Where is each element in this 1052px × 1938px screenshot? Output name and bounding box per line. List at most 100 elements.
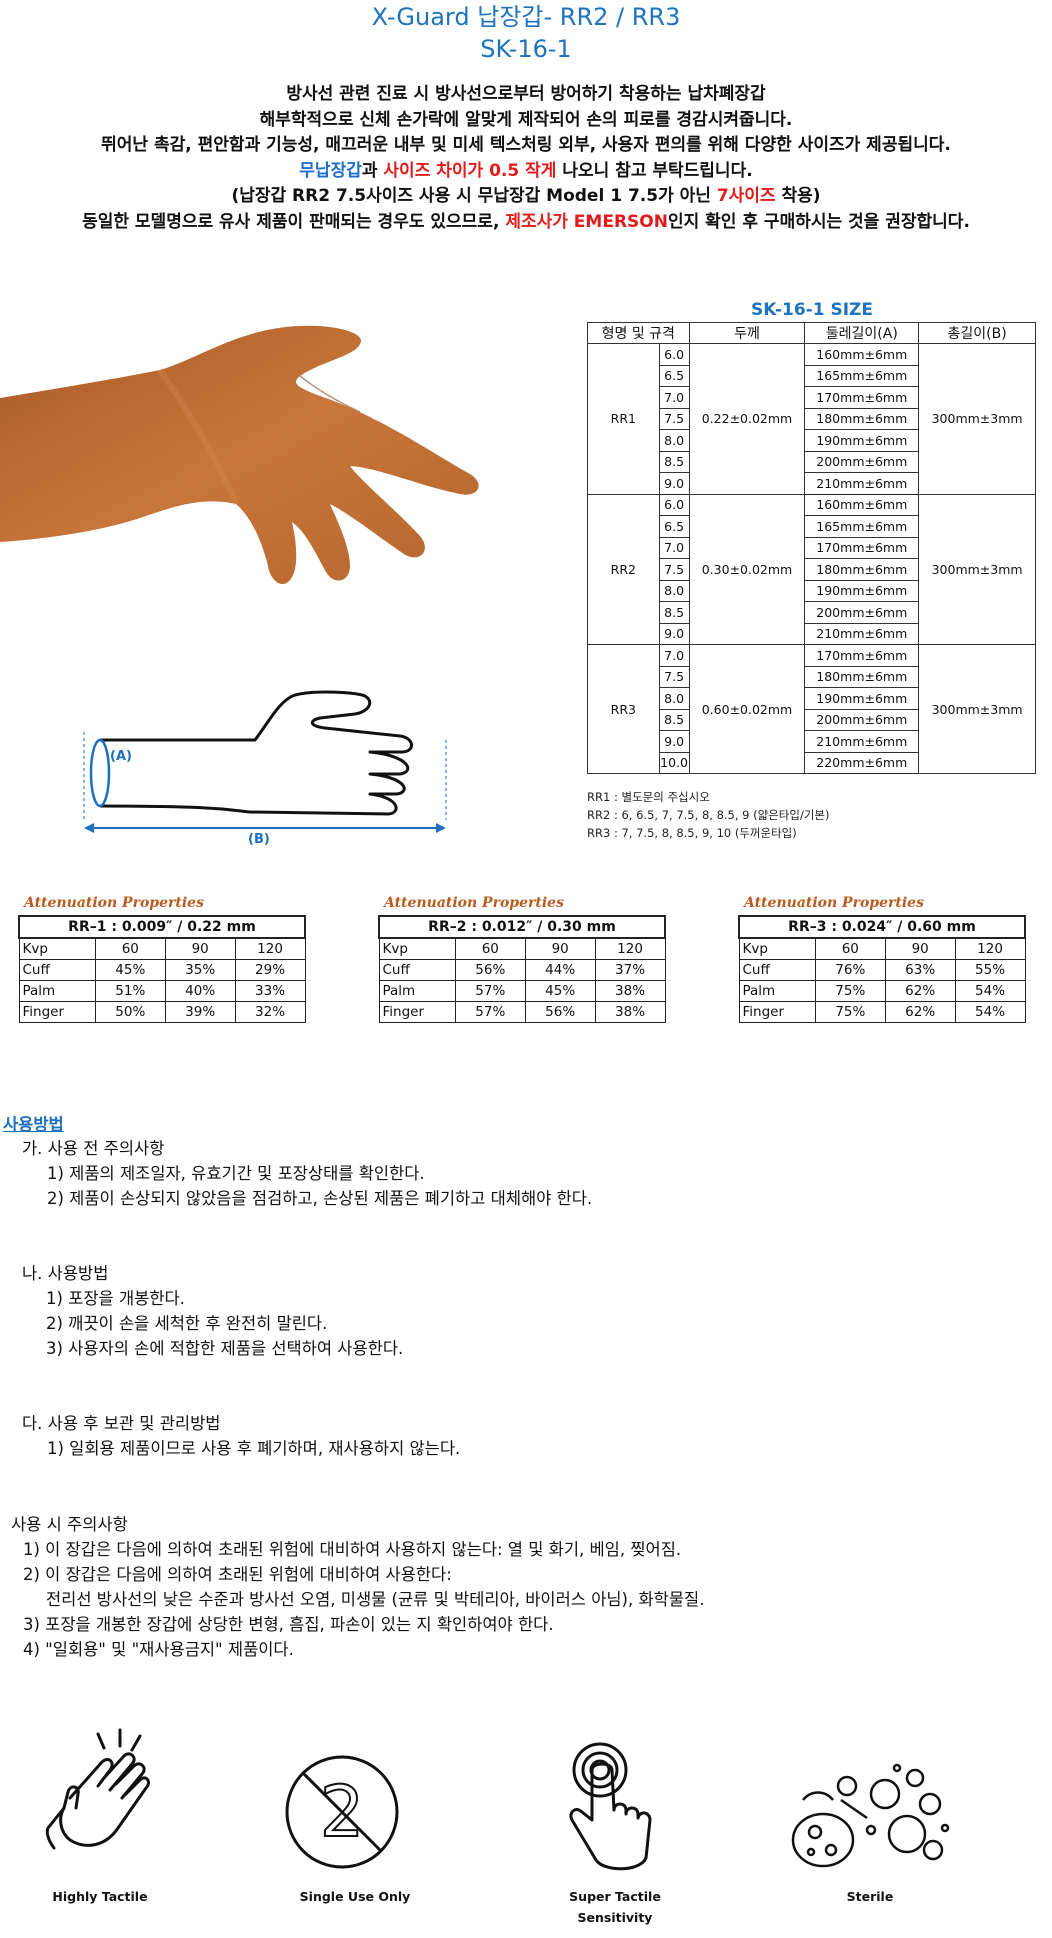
size-cell: 6.0	[658, 343, 690, 366]
section-heading: 나. 사용방법	[22, 1264, 109, 1283]
glove-photo	[0, 325, 479, 585]
circumference-cell: 200mm±6mm	[804, 450, 920, 473]
table-cell: 51%	[94, 980, 166, 1002]
table-cell: 45%	[94, 959, 166, 981]
usage-section-a: 가. 사용 전 주의사항 1) 제품의 제조일자, 유효기간 및 포장상태를 확…	[22, 1136, 592, 1211]
size-cell: 8.0	[658, 579, 690, 602]
table-cell: 56%	[524, 1001, 596, 1023]
label-b: (B)	[248, 832, 270, 847]
table-cell: 29%	[234, 959, 306, 981]
circumference-cell: 210mm±6mm	[804, 622, 920, 645]
list-item: 1) 이 장갑은 다음에 의하여 초래된 위험에 대비하여 사용하지 않는다: …	[23, 1540, 682, 1559]
icon-label: Sterile	[846, 1889, 894, 1904]
col-header: 90	[164, 937, 236, 960]
circumference-cell: 190mm±6mm	[804, 429, 920, 452]
col-header: 60	[454, 937, 526, 960]
circumference-cell: 210mm±6mm	[804, 730, 920, 753]
table-cell: Palm	[738, 980, 816, 1002]
intro-text-part: (납장갑 RR2 7.5사이즈 사용 시 무납장갑 Model 1 7.5가 아…	[231, 186, 717, 206]
table-row: RR–1 : 0.009″ / 0.22 mm	[18, 915, 306, 939]
list-item: 2) 제품이 손상되지 않았음을 점검하고, 손상된 제품은 폐기하고 대체해야…	[47, 1189, 593, 1208]
icon-label: Super Tactile Sensitivity	[515, 1886, 715, 1928]
size-cell: 7.0	[658, 386, 690, 409]
circumference-cell: 160mm±6mm	[804, 343, 920, 366]
icon-label: Highly Tactile	[52, 1889, 148, 1904]
size-cell: 8.5	[658, 601, 690, 624]
col-header: 90	[884, 937, 956, 960]
circumference-cell: 170mm±6mm	[804, 644, 920, 667]
size-cell: 8.5	[658, 450, 690, 473]
intro-line: 무납장갑과 사이즈 차이가 0.5 작게 나오니 참고 부탁드립니다.	[0, 159, 1052, 185]
col-header: Kvp	[738, 937, 816, 960]
table-cell: Cuff	[738, 959, 816, 981]
list-item: 4) "일회용" 및 "재사용금지" 제품이다.	[23, 1640, 294, 1659]
attenuation-spec: RR–1 : 0.009″ / 0.22 mm	[18, 915, 306, 939]
size-cell: 6.0	[658, 493, 690, 516]
list-item: 1) 제품의 제조일자, 유효기간 및 포장상태를 확인한다.	[47, 1164, 425, 1183]
emphasis-text: 7사이즈	[716, 186, 776, 206]
attenuation-spec: RR–3 : 0.024″ / 0.60 mm	[738, 915, 1026, 939]
thickness-cell: 0.60±0.02mm	[688, 644, 806, 774]
size-cell: 8.5	[658, 708, 690, 731]
col-header: 120	[234, 937, 306, 960]
intro-text-part: 과	[361, 160, 384, 181]
circumference-cell: 165mm±6mm	[804, 515, 920, 538]
col-header: 둘레길이(A)	[804, 322, 920, 344]
table-cell: 75%	[814, 1001, 886, 1023]
table-cell: Finger	[18, 1001, 96, 1023]
col-header: 120	[954, 937, 1026, 960]
usage-title: 사용방법	[3, 1115, 64, 1134]
microbes-icon	[791, 1763, 950, 1868]
circumference-cell: 190mm±6mm	[804, 579, 920, 602]
no-reuse-icon: 2	[285, 1755, 399, 1869]
circumference-cell: 190mm±6mm	[804, 687, 920, 710]
table-cell: 56%	[454, 959, 526, 981]
circumference-cell: 180mm±6mm	[804, 407, 920, 430]
usage-section-c: 다. 사용 후 보관 및 관리방법 1) 일회용 제품이므로 사용 후 폐기하며…	[22, 1411, 460, 1461]
size-cell: 10.0	[658, 751, 690, 774]
label-a: (A)	[110, 749, 132, 764]
table-cell: 32%	[234, 1001, 306, 1023]
col-header: 60	[814, 937, 886, 960]
circumference-cell: 170mm±6mm	[804, 386, 920, 409]
list-item: 전리선 방사선의 낮은 수준과 방사선 오염, 미생물 (균류 및 박테리아, …	[46, 1590, 705, 1609]
table-cell: 39%	[164, 1001, 236, 1023]
table-cell: 45%	[524, 980, 596, 1002]
list-item: 2) 깨끗이 손을 세척한 후 완전히 말린다.	[46, 1314, 328, 1333]
table-cell: 62%	[884, 1001, 956, 1023]
table-cell: Finger	[738, 1001, 816, 1023]
table-row: RR–2 : 0.012″ / 0.30 mm	[378, 915, 666, 939]
attenuation-heading: Attenuation Properties	[24, 895, 204, 911]
size-cell: 7.0	[658, 644, 690, 667]
intro-text: 방사선 관련 진료 시 방사선으로부터 방어하기 착용하는 납차폐장갑 해부학적…	[0, 82, 1052, 235]
model-code: SK-16-1	[480, 35, 572, 63]
model-cell: RR2	[587, 493, 660, 645]
page-title: X-Guard 납장갑- RR2 / RR3	[371, 3, 681, 31]
table-cell: 38%	[594, 980, 666, 1002]
col-header: 60	[94, 937, 166, 960]
thickness-cell: 0.30±0.02mm	[688, 493, 806, 645]
col-header: 총길이(B)	[918, 322, 1036, 344]
table-cell: Cuff	[18, 959, 96, 981]
table-cell: Cuff	[378, 959, 456, 981]
table-cell: Finger	[378, 1001, 456, 1023]
